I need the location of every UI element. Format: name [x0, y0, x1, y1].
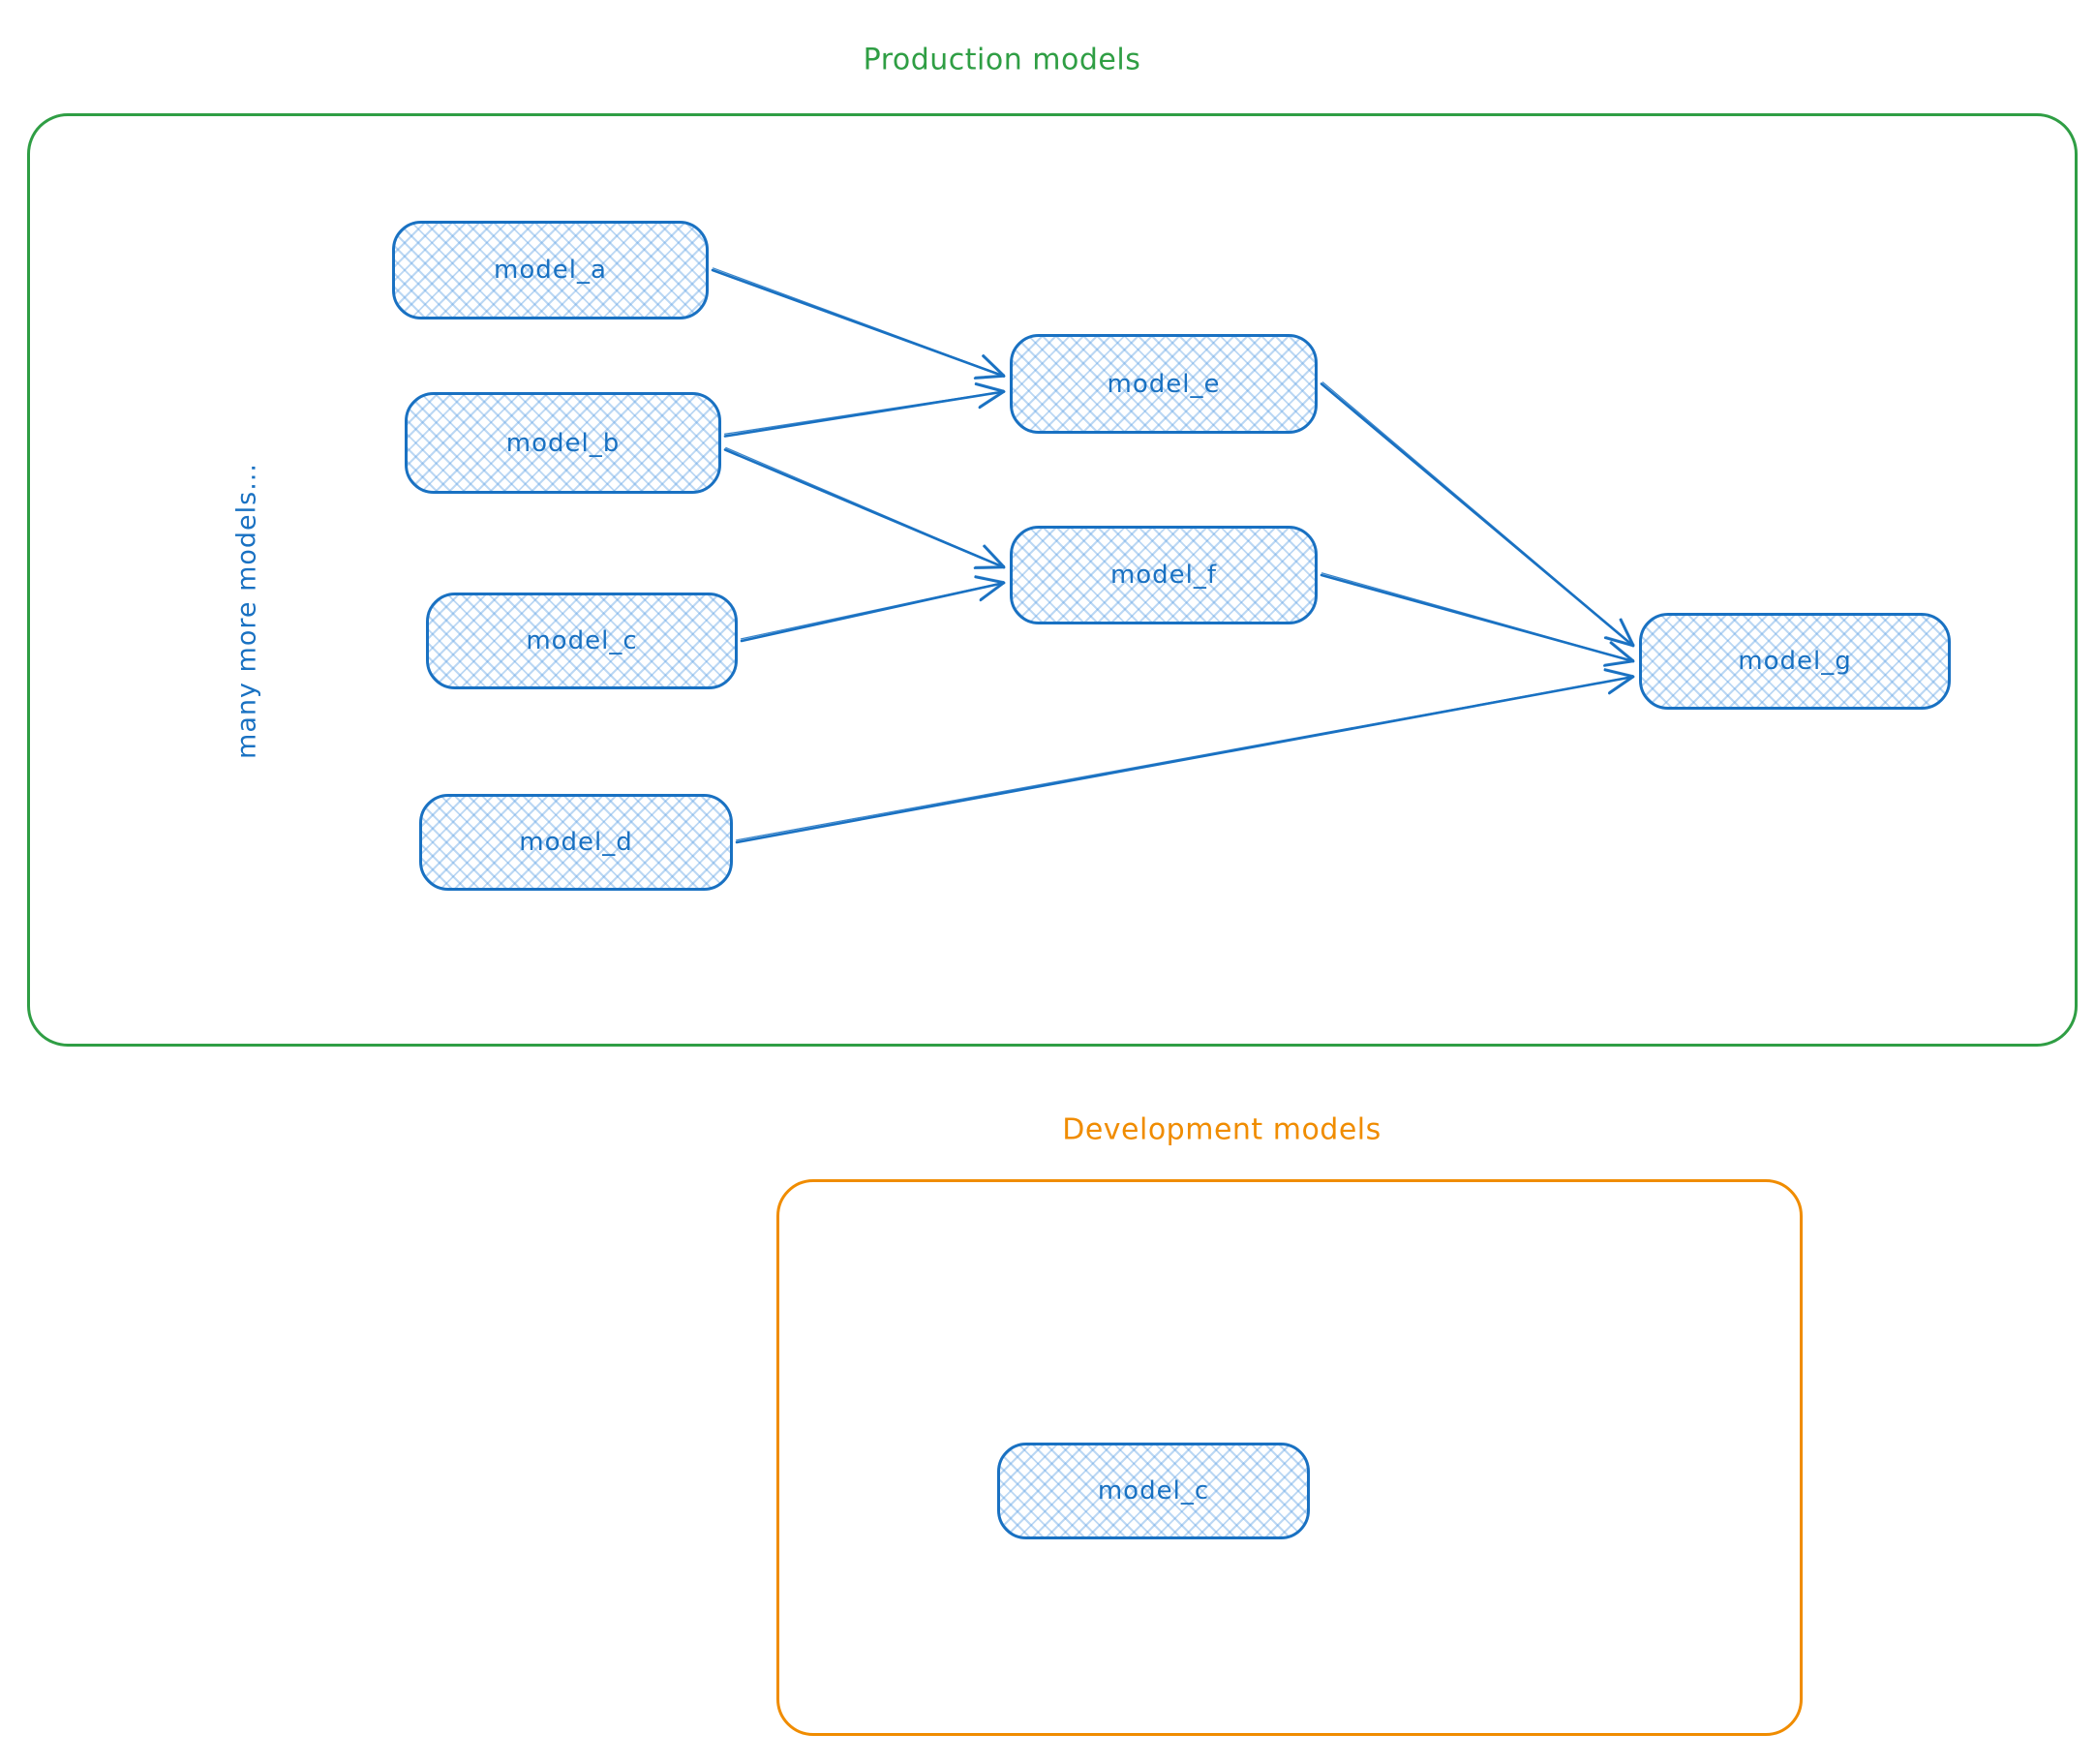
- development-section-title: Development models: [1062, 1112, 1381, 1147]
- node-model-d[interactable]: model_d: [419, 794, 733, 891]
- node-model-c-dev[interactable]: model_c: [997, 1443, 1310, 1539]
- node-model-e[interactable]: model_e: [1010, 334, 1318, 434]
- node-label-model-c-dev: model_c: [1097, 1476, 1210, 1505]
- node-label-model-e: model_e: [1107, 369, 1221, 399]
- many-more-models-note: many more models...: [231, 463, 262, 759]
- node-model-b[interactable]: model_b: [405, 392, 721, 494]
- node-label-model-a: model_a: [494, 256, 607, 285]
- node-model-a[interactable]: model_a: [392, 221, 709, 319]
- node-model-g[interactable]: model_g: [1639, 613, 1951, 710]
- node-model-c[interactable]: model_c: [426, 593, 738, 689]
- node-label-model-c: model_c: [526, 626, 638, 655]
- node-label-model-g: model_g: [1738, 647, 1852, 676]
- production-frame: [27, 113, 2078, 1047]
- node-model-f[interactable]: model_f: [1010, 526, 1318, 624]
- node-label-model-d: model_d: [519, 828, 633, 857]
- node-label-model-b: model_b: [505, 428, 621, 458]
- production-section-title: Production models: [863, 43, 1141, 77]
- development-frame: [776, 1179, 1803, 1736]
- node-label-model-f: model_f: [1109, 561, 1218, 590]
